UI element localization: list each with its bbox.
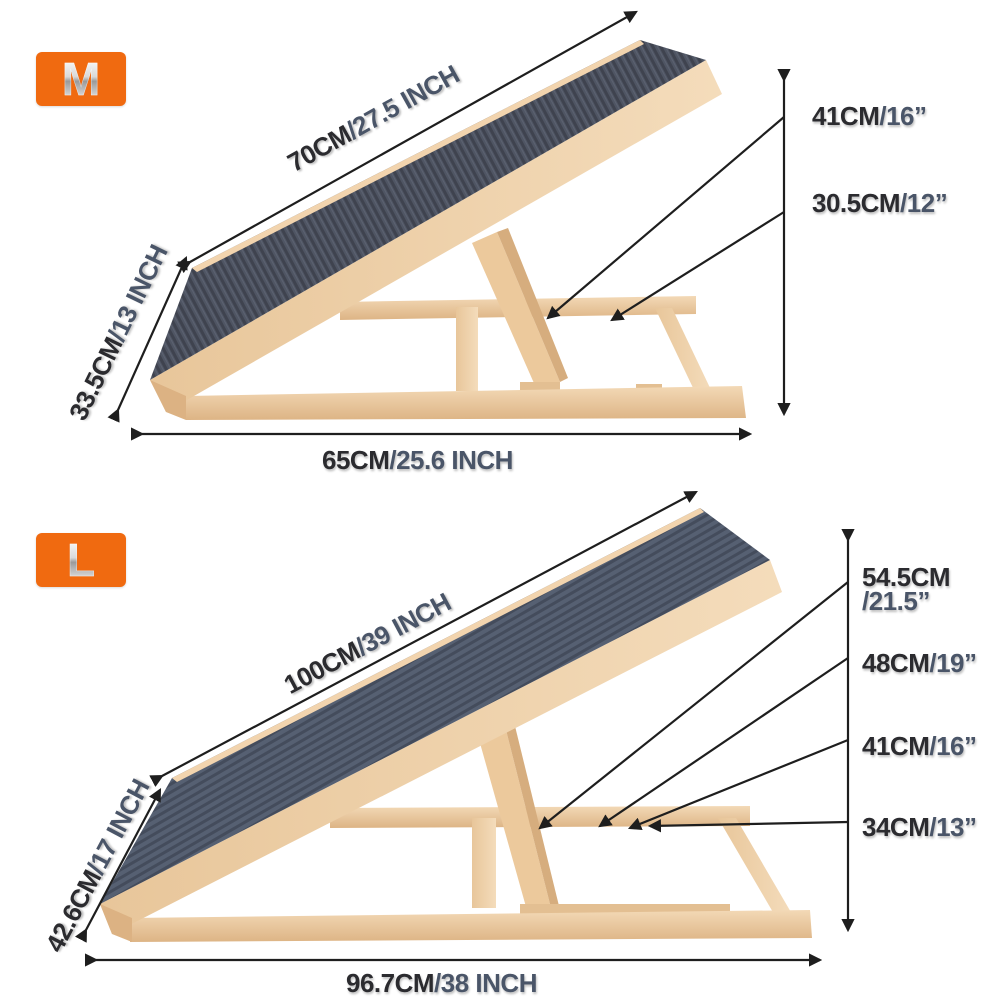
m-height-low-inch: /12” [900, 188, 948, 218]
l-height-2-inch: /19” [929, 648, 977, 678]
l-height-3-label: 41CM/16” [862, 733, 977, 759]
l-base-label: 96.7CM/38 INCH [346, 970, 537, 996]
ramp-m [150, 40, 746, 420]
l-height-3-inch: /16” [929, 731, 977, 761]
m-height-high-label: 41CM/16” [812, 103, 927, 129]
m-base-label: 65CM/25.6 INCH [322, 447, 513, 473]
m-height-high-cm: 41CM [812, 101, 880, 131]
l-base-inch: /38 INCH [434, 968, 537, 998]
m-height-high-inch: /16” [879, 101, 927, 131]
l-height-1-cm: 54.5CM [862, 562, 951, 592]
l-height-2-cm: 48CM [862, 648, 930, 678]
l-height-4-inch: /13” [929, 812, 977, 842]
l-base-cm: 96.7CM [346, 968, 435, 998]
size-badge-l-label: L [66, 534, 96, 586]
l-height-4-cm: 34CM [862, 812, 930, 842]
size-badge-m: M [36, 52, 126, 106]
size-badge-m-label: M [61, 53, 101, 105]
m-dimension-arrows [107, 10, 791, 441]
m-height-low-label: 30.5CM/12” [812, 188, 948, 218]
ramp-l [100, 508, 812, 942]
l-height-1-label: 54.5CM /21.5” [862, 562, 951, 616]
m-height-low-cm: 30.5CM [812, 188, 901, 218]
l-height-1-inch: /21.5” [862, 586, 930, 616]
m-base-inch: /25.6 INCH [389, 445, 513, 475]
l-dimension-arrows [75, 490, 855, 967]
m-base-cm: 65CM [322, 445, 390, 475]
size-badge-l: L [36, 533, 126, 587]
l-height-2-label: 48CM/19” [862, 650, 977, 676]
l-height-4-label: 34CM/13” [862, 814, 977, 840]
l-height-3-cm: 41CM [862, 731, 930, 761]
